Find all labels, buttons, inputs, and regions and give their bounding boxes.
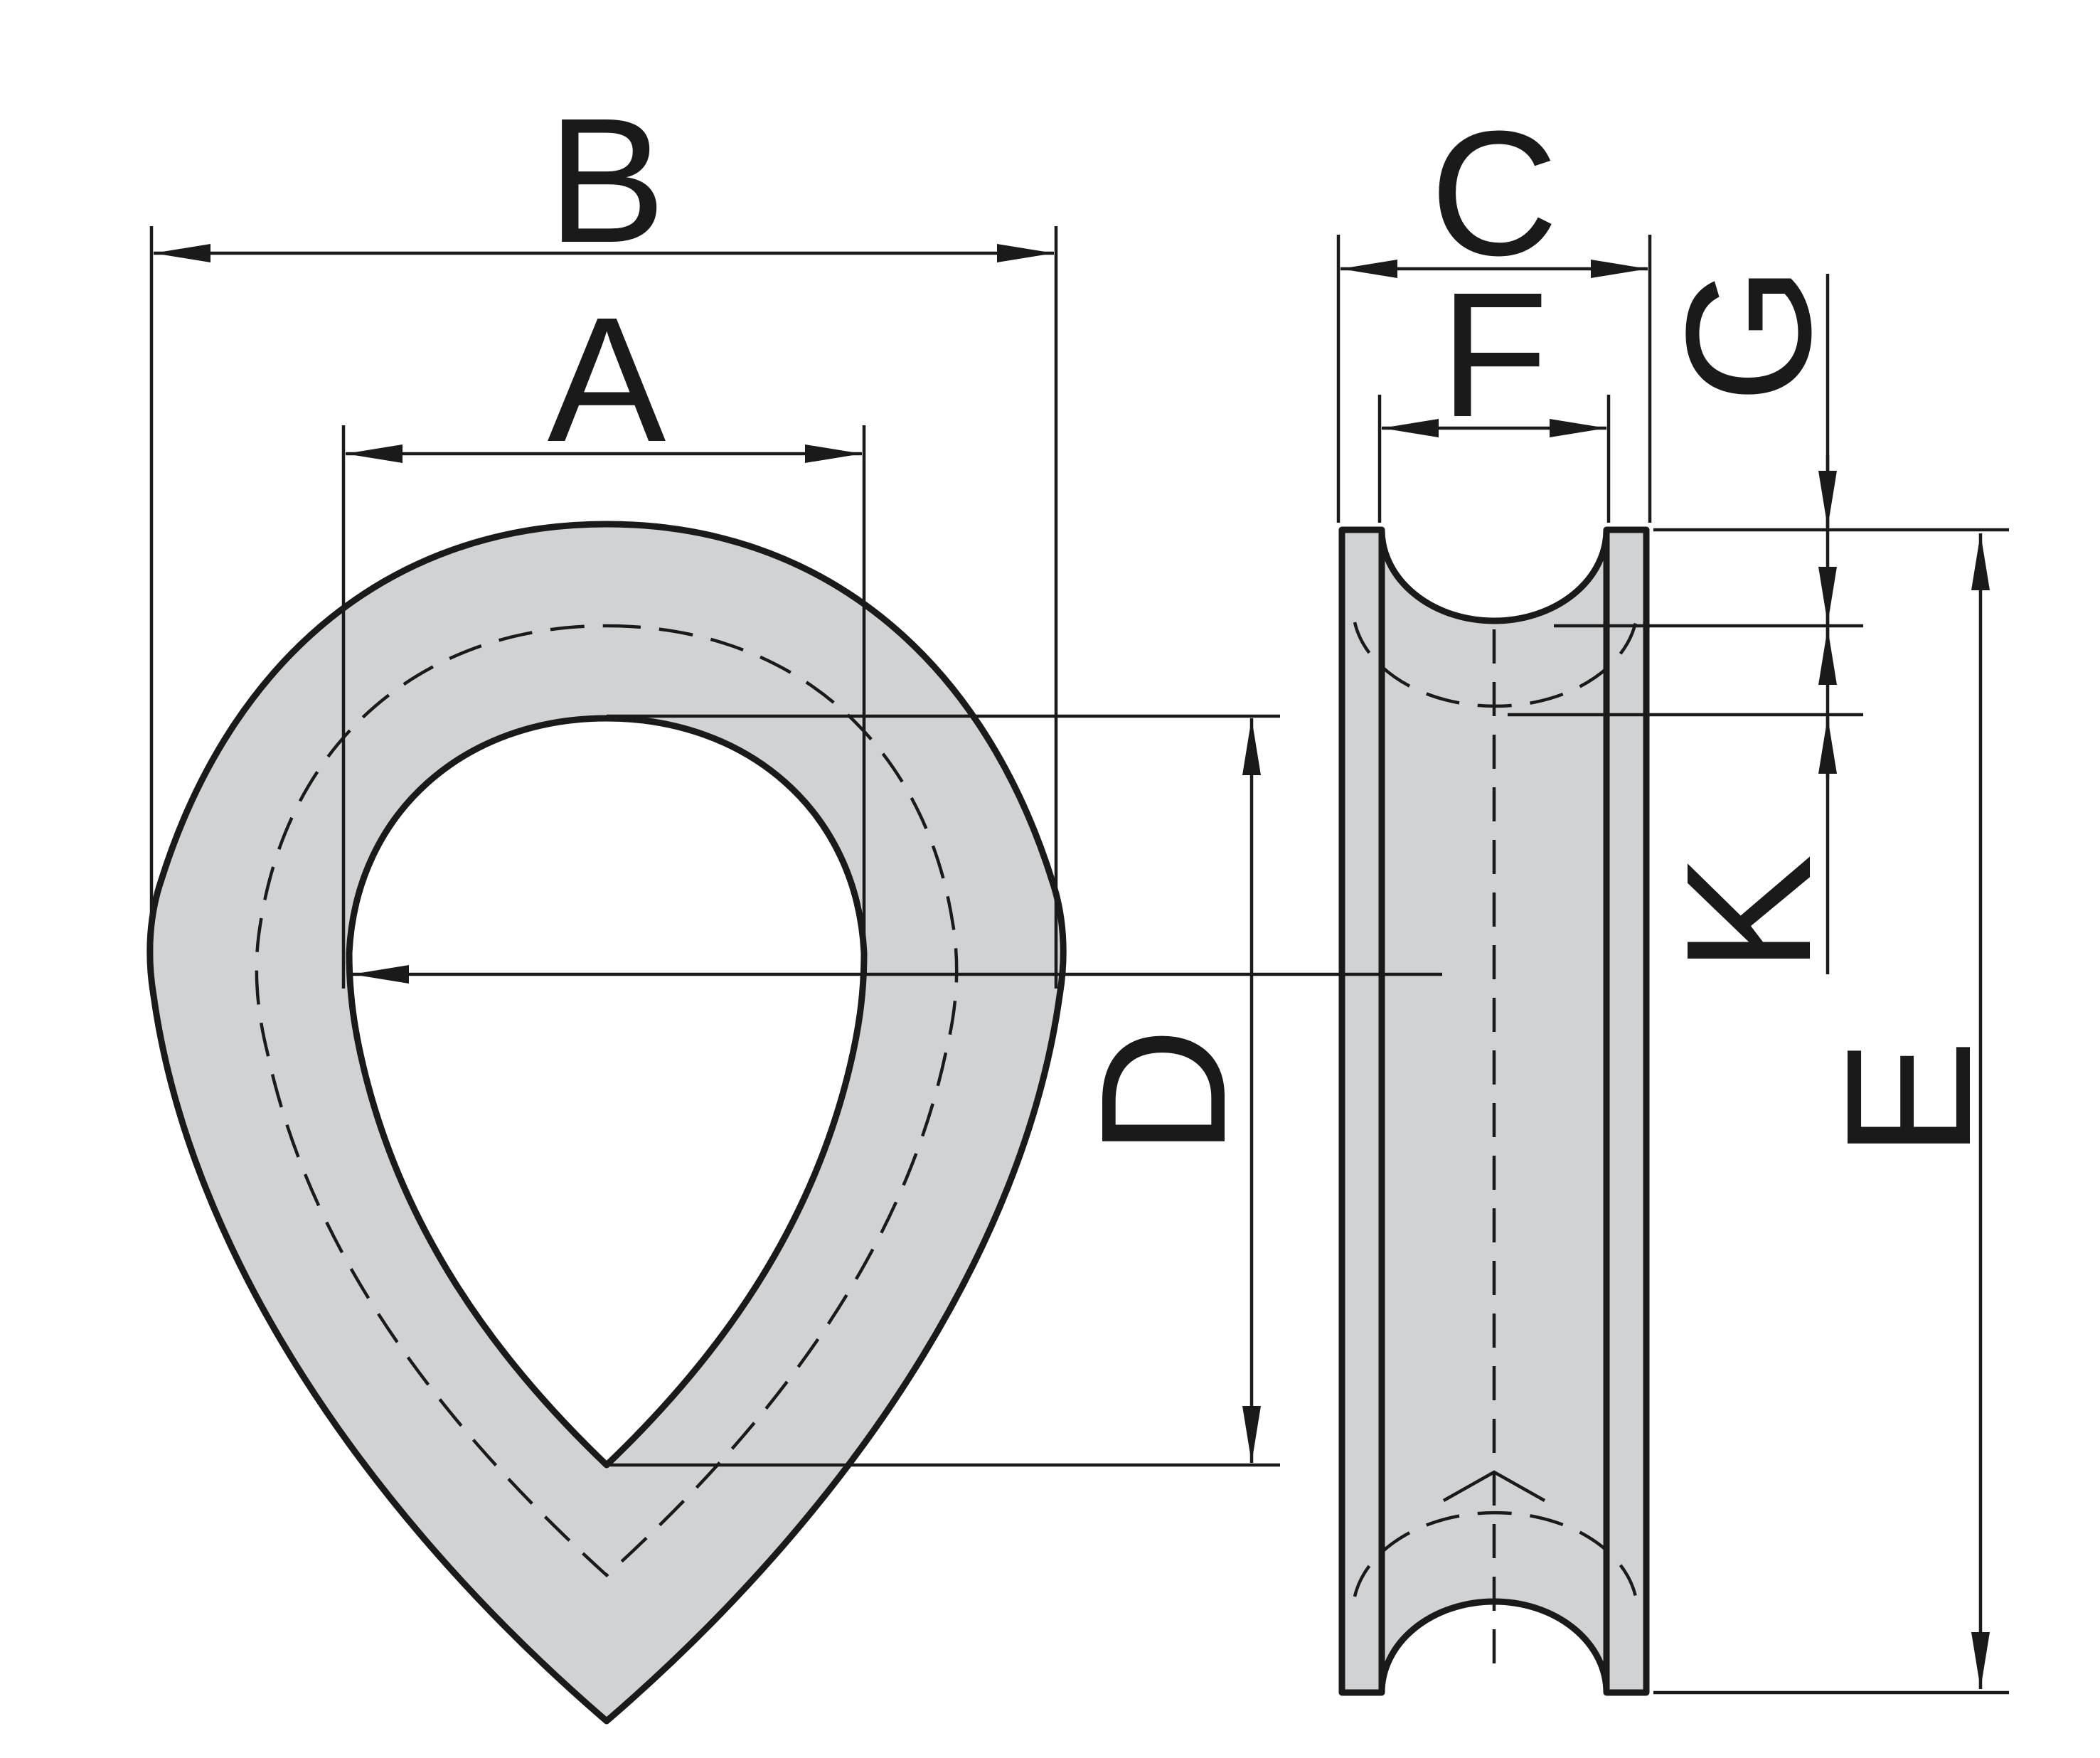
label-f: F xyxy=(1440,255,1549,454)
groove-vee-bottom xyxy=(1442,1470,1546,1502)
groove-arc-top xyxy=(1353,622,1638,708)
label-g: G xyxy=(1649,265,1848,403)
label-d: D xyxy=(1064,1028,1262,1156)
front-view xyxy=(146,521,1067,1725)
side-outline xyxy=(1338,526,1650,1696)
thimble-body-front xyxy=(149,524,1064,1721)
side-view xyxy=(1338,526,1650,1696)
groove-arc-bottom xyxy=(1353,1511,1638,1597)
label-a: A xyxy=(548,280,666,479)
label-c: C xyxy=(1430,94,1559,292)
thimble-outer-outline xyxy=(146,521,1067,1725)
dimensions: B A D C F xyxy=(149,81,2009,1695)
groove-centerline-front xyxy=(255,624,959,1578)
label-e: E xyxy=(1809,1040,2008,1158)
label-b: B xyxy=(548,81,666,279)
label-k: K xyxy=(1649,855,1848,974)
